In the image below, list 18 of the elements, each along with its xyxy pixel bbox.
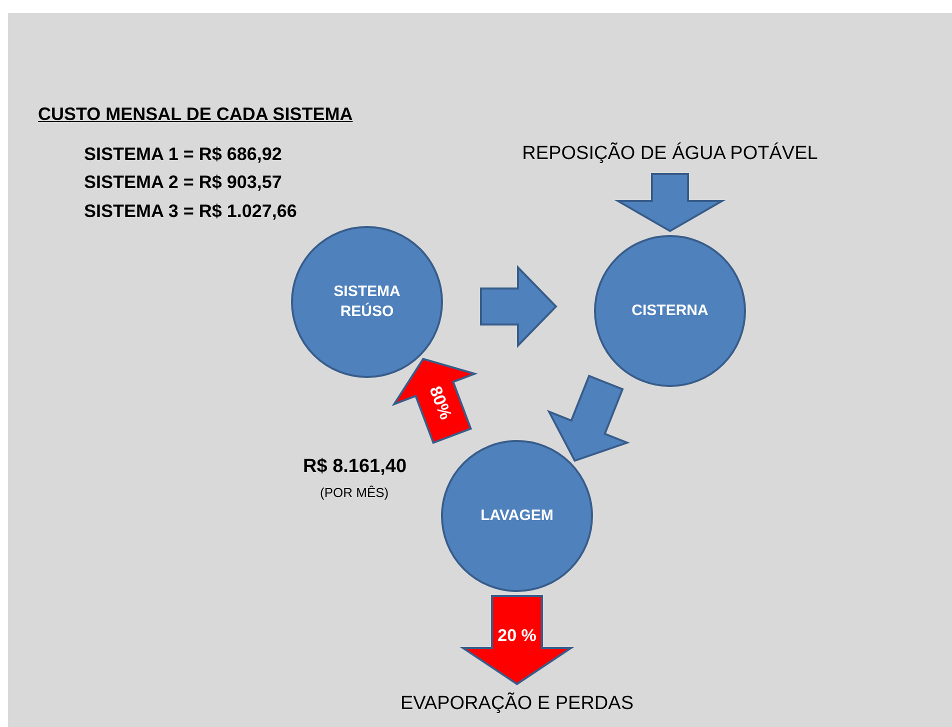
block-arrow: [392, 358, 478, 444]
block-arrow: [480, 265, 558, 348]
edge-label: 20 %: [497, 624, 537, 647]
node-label: CISTERNA: [632, 300, 708, 321]
note: (POR MÊS): [320, 485, 389, 500]
heading: CUSTO MENSAL DE CADA SISTEMA: [38, 104, 353, 125]
block-arrow: [614, 173, 726, 232]
block-arrow: [546, 374, 630, 462]
block-arrow: [460, 595, 574, 686]
cost-line: SISTEMA 2 = R$ 903,57: [84, 172, 282, 193]
flow-label: REPOSIÇÃO DE ÁGUA POTÁVEL: [522, 143, 818, 165]
node-label: LAVAGEM: [480, 506, 554, 526]
edge-label: 80%: [424, 383, 456, 425]
node-label: SISTEMA REÚSO: [332, 282, 402, 322]
cost-line: SISTEMA 1 = R$ 686,92: [84, 144, 282, 165]
flow-label: EVAPORAÇÃO E PERDAS: [400, 693, 634, 715]
cost-line: SISTEMA 3 = R$ 1.027,66: [84, 201, 297, 222]
total-cost: R$ 8.161,40: [303, 456, 407, 478]
